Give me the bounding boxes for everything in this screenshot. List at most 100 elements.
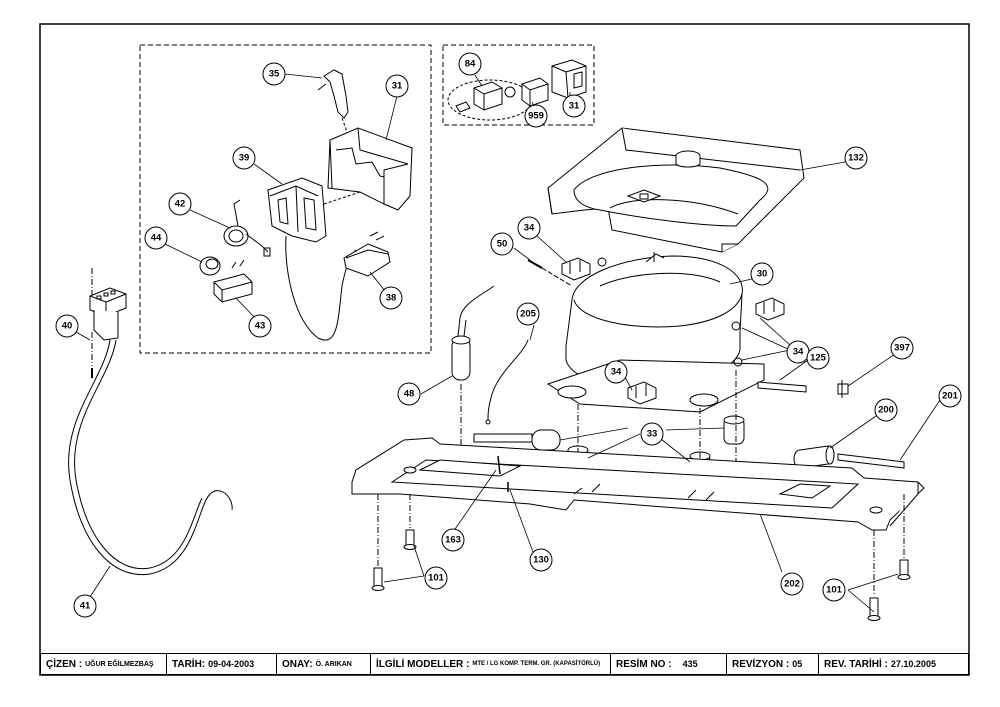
part-40-connector — [89, 287, 127, 341]
part-38-plug — [343, 231, 391, 277]
callout-132-label: 132 — [848, 153, 864, 164]
part-34-clip — [755, 297, 785, 321]
washer — [733, 357, 743, 367]
title-cell-tarih: TARİH: 09-04-2003 — [167, 654, 277, 674]
resim-label: RESİM NO : — [616, 658, 672, 670]
callout-43: 43 — [248, 314, 272, 338]
part-101-bolt — [897, 559, 911, 580]
part-34-clip — [561, 257, 591, 281]
part-959-ptc — [521, 77, 549, 107]
callout-34-right-label: 34 — [793, 347, 804, 358]
part-relay-clip — [455, 86, 516, 113]
assembly-arrow — [323, 191, 361, 205]
callout-101-right-label: 101 — [826, 585, 843, 596]
part-33-sleeve — [473, 429, 561, 451]
part-50-pin — [527, 259, 543, 269]
part-202-baseplate — [351, 437, 925, 531]
washer — [597, 257, 607, 267]
callout-41-label: 41 — [80, 601, 91, 612]
part-31-relay-cover — [551, 59, 587, 99]
part-101-bolt — [867, 597, 881, 621]
part-43-relay — [213, 259, 253, 303]
callout-40: 40 — [55, 314, 79, 338]
callout-200: 200 — [874, 398, 898, 422]
detail-box-relay — [442, 44, 595, 126]
callout-34-lower-label: 34 — [611, 367, 622, 378]
cizen-value: UĞUR EĞİLMEZBAŞ — [85, 660, 154, 668]
callout-42: 42 — [168, 192, 192, 216]
callout-31: 31 — [385, 74, 409, 98]
callout-130-label: 130 — [533, 555, 549, 566]
callout-48-label: 48 — [404, 389, 415, 400]
part-397-clip — [837, 380, 849, 398]
drawing-frame — [39, 23, 970, 676]
callout-50: 50 — [490, 232, 514, 256]
title-cell-modeller: İLGİLİ MODELLER : MTE / LG KOMP. TERM. G… — [371, 654, 611, 674]
callout-38-label: 38 — [386, 293, 397, 304]
callout-201-label: 201 — [942, 391, 959, 402]
part-84-relay — [473, 81, 503, 111]
part-101-bolt — [371, 567, 385, 591]
callout-39: 39 — [232, 146, 256, 170]
callout-959: 959 — [524, 104, 548, 128]
callout-101: 101 — [822, 578, 846, 602]
callout-40-label: 40 — [62, 321, 73, 332]
callout-31: 31 — [562, 94, 586, 118]
callout-202-label: 202 — [784, 579, 800, 590]
rev-tarihi-label: REV. TARİHİ : — [824, 658, 888, 670]
resim-value: 435 — [682, 659, 698, 669]
callout-101-left-label: 101 — [428, 573, 445, 584]
callout-959-label: 959 — [528, 111, 544, 122]
part-101-bolt — [403, 529, 417, 550]
callout-30: 30 — [750, 262, 774, 286]
part-205-wire — [487, 339, 529, 421]
callout-35: 35 — [262, 62, 286, 86]
callout-205: 205 — [516, 302, 540, 326]
callout-labels: 35 31 84 959 31 39 42 44 43 38 40 41 132… — [55, 52, 962, 618]
onay-value: Ö. ARIKAN — [315, 660, 352, 668]
revizyon-label: REVİZYON : — [732, 658, 790, 670]
callout-132: 132 — [844, 146, 868, 170]
cizen-label: ÇİZEN : — [46, 658, 83, 670]
title-cell-rev-tarihi: REV. TARİHİ : 27.10.2005 — [819, 654, 968, 674]
part-44-cap — [199, 256, 221, 276]
callout-202: 202 — [780, 572, 804, 596]
callout-33-label: 33 — [647, 429, 658, 440]
part-34-clip — [627, 381, 657, 405]
callout-42-label: 42 — [175, 199, 186, 210]
leader-lines — [75, 73, 941, 613]
part-33-sleeve — [723, 415, 745, 445]
modeller-value: MTE / LG KOMP. TERM. GR. (KAPASİTÖRLÜ) — [472, 661, 601, 667]
part-125-rod — [757, 381, 807, 393]
rev-tarihi-value: 27.10.2005 — [890, 659, 936, 669]
callout-101: 101 — [424, 566, 448, 590]
tarih-value: 09-04-2003 — [208, 659, 255, 669]
centerline — [541, 267, 573, 287]
title-cell-cizen: ÇİZEN : UĞUR EĞİLMEZBAŞ — [41, 654, 167, 674]
part-200-sleeve — [793, 445, 835, 469]
callout-48: 48 — [397, 382, 421, 406]
wire-end — [485, 419, 491, 425]
callout-34: 34 — [604, 360, 628, 384]
part-42-ring — [223, 199, 271, 257]
callout-163-label: 163 — [445, 535, 461, 546]
callout-35-label: 35 — [269, 69, 280, 80]
callout-397-label: 397 — [894, 343, 910, 354]
title-cell-onay: ONAY: Ö. ARIKAN — [277, 654, 371, 674]
callout-34: 34 — [517, 216, 541, 240]
title-cell-revizyon: REVİZYON : 05 — [727, 654, 819, 674]
assembly-arrow — [341, 117, 351, 141]
modeller-label: İLGİLİ MODELLER : — [376, 658, 470, 670]
callout-43-label: 43 — [255, 321, 266, 332]
washer — [731, 321, 741, 331]
callout-31-label: 31 — [392, 81, 403, 92]
callout-50-label: 50 — [497, 239, 508, 250]
part-132-tray — [547, 127, 805, 253]
onay-label: ONAY: — [282, 658, 313, 670]
callout-44-label: 44 — [151, 233, 162, 244]
part-48-capacitor — [451, 285, 495, 381]
title-cell-resim: RESİM NO : 435 — [611, 654, 727, 674]
title-block: ÇİZEN : UĞUR EĞİLMEZBAŞ TARİH: 09-04-200… — [40, 653, 969, 675]
callout-125-label: 125 — [810, 353, 827, 364]
